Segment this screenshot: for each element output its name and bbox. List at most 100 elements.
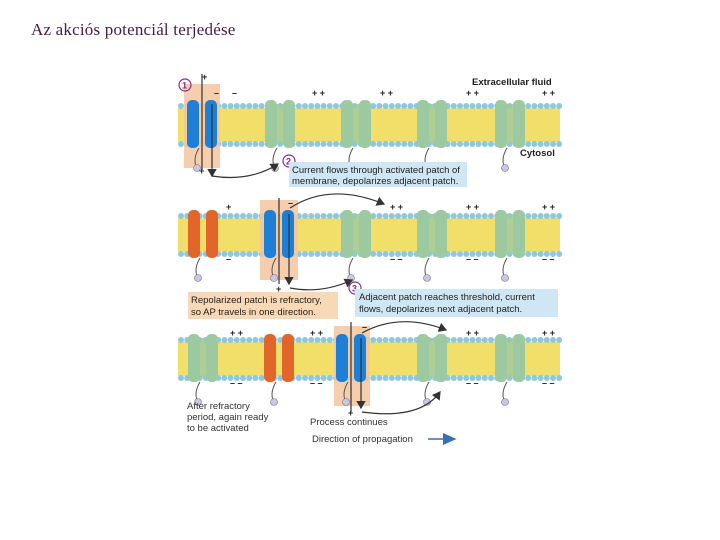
lipid-head	[314, 375, 321, 381]
lipid-head	[395, 103, 401, 109]
lipid-head	[370, 375, 377, 381]
membrane-row-3	[178, 326, 563, 406]
lipid-head	[233, 141, 240, 147]
lipid-head	[295, 141, 302, 147]
lipid-head	[531, 251, 538, 257]
lipid-head	[475, 213, 482, 219]
lipid-head	[252, 141, 259, 147]
lipid-head	[302, 375, 308, 381]
lipid-head	[556, 337, 563, 343]
lipid-head	[252, 251, 259, 257]
sodium-channel-open	[336, 334, 366, 406]
step-1-number: 1	[182, 81, 187, 91]
lipid-head	[550, 337, 556, 343]
sodium-channel-closed	[417, 210, 447, 282]
lipid-head	[233, 337, 240, 343]
lipid-head	[463, 213, 470, 219]
slide-title: Az akciós potenciál terjedése	[31, 20, 236, 39]
lipid-head	[388, 337, 395, 343]
lipid-head	[469, 141, 476, 147]
lipid-head	[388, 141, 395, 147]
lipid-head	[302, 251, 308, 257]
channel-subunit	[282, 210, 294, 258]
lipid-head	[550, 375, 556, 381]
inactivation-gate-chain	[424, 381, 430, 401]
channel-pore	[428, 214, 436, 254]
lipid-head	[227, 103, 234, 109]
cytosol-label: Cytosol	[520, 148, 555, 159]
lipid-head	[525, 375, 532, 381]
channel-subunit	[359, 210, 371, 258]
inactivation-gate-ball	[194, 398, 202, 406]
charge-sign: – –	[466, 254, 479, 264]
lipid-head	[277, 375, 284, 381]
current-arrow	[361, 391, 441, 415]
channel-subunit	[282, 334, 294, 382]
inactivation-gate-chain	[271, 381, 277, 401]
charge-sign: + +	[466, 202, 479, 212]
lipid-head	[252, 103, 259, 109]
lipid-head	[475, 251, 482, 257]
current-arrow	[211, 163, 280, 179]
lipid-head	[463, 375, 470, 381]
lipid-head	[320, 103, 327, 109]
lipid-head	[246, 103, 253, 109]
lipid-head	[308, 103, 315, 109]
inactivation-gate-ball	[194, 274, 202, 282]
charge-sign: + +	[542, 202, 555, 212]
lipid-head	[469, 213, 476, 219]
lipid-head	[450, 337, 457, 343]
current-line-signs: + + +	[199, 166, 353, 418]
lipid-head	[537, 141, 544, 147]
lipid-head	[543, 141, 550, 147]
lipid-head	[543, 375, 550, 381]
sodium-channel-closed	[417, 334, 447, 406]
lipid-head	[308, 251, 315, 257]
lipid-head	[258, 141, 265, 147]
inactivation-gate-chain	[502, 381, 508, 401]
lipid-head	[308, 141, 315, 147]
channel-subunit	[495, 100, 507, 148]
lipid-head	[320, 251, 327, 257]
inactivation-gate-ball	[342, 398, 350, 406]
lipid-head	[370, 141, 377, 147]
current-flow-arrows	[201, 74, 448, 415]
callout-box	[188, 292, 338, 319]
lipid-head	[395, 213, 401, 219]
step-3-callout: 3 Adjacent patch reaches threshold, curr…	[348, 281, 558, 317]
refractory-text-line2: so AP travels in one direction.	[191, 307, 316, 318]
extracellular-label: Extracellular fluid	[472, 77, 552, 88]
step-2-text-line1: Current flows through activated patch of	[292, 165, 460, 176]
lipid-head	[370, 213, 377, 219]
inactivation-gate-ball	[501, 164, 509, 172]
lipid-head	[395, 375, 401, 381]
lipid-head	[531, 103, 538, 109]
lipid-head	[457, 375, 463, 381]
sodium-channel-closed	[341, 100, 371, 172]
lipid-head	[314, 213, 321, 219]
charge-sign: + +	[542, 328, 555, 338]
lipid-head	[481, 251, 488, 257]
lipid-head	[388, 251, 395, 257]
channel-pore	[506, 338, 514, 378]
lipid-head	[531, 337, 538, 343]
lipid-head	[488, 251, 494, 257]
channel-subunit	[417, 334, 429, 382]
callout-box	[355, 289, 558, 317]
lipid-head	[543, 213, 550, 219]
inactivation-gate-ball	[270, 398, 278, 406]
lipid-head	[525, 213, 532, 219]
current-arrow	[289, 278, 354, 291]
channel-subunit	[205, 100, 217, 148]
lipid-head	[407, 141, 414, 147]
lipid-head	[302, 337, 308, 343]
lipid-head	[240, 337, 246, 343]
lipid-head	[550, 103, 556, 109]
lipid-head	[556, 251, 563, 257]
lipid-head	[488, 141, 494, 147]
channel-pore	[506, 214, 514, 254]
lipid-head	[382, 337, 389, 343]
lipid-head	[295, 375, 302, 381]
channel-subunit	[513, 210, 525, 258]
lipid-head	[407, 251, 414, 257]
